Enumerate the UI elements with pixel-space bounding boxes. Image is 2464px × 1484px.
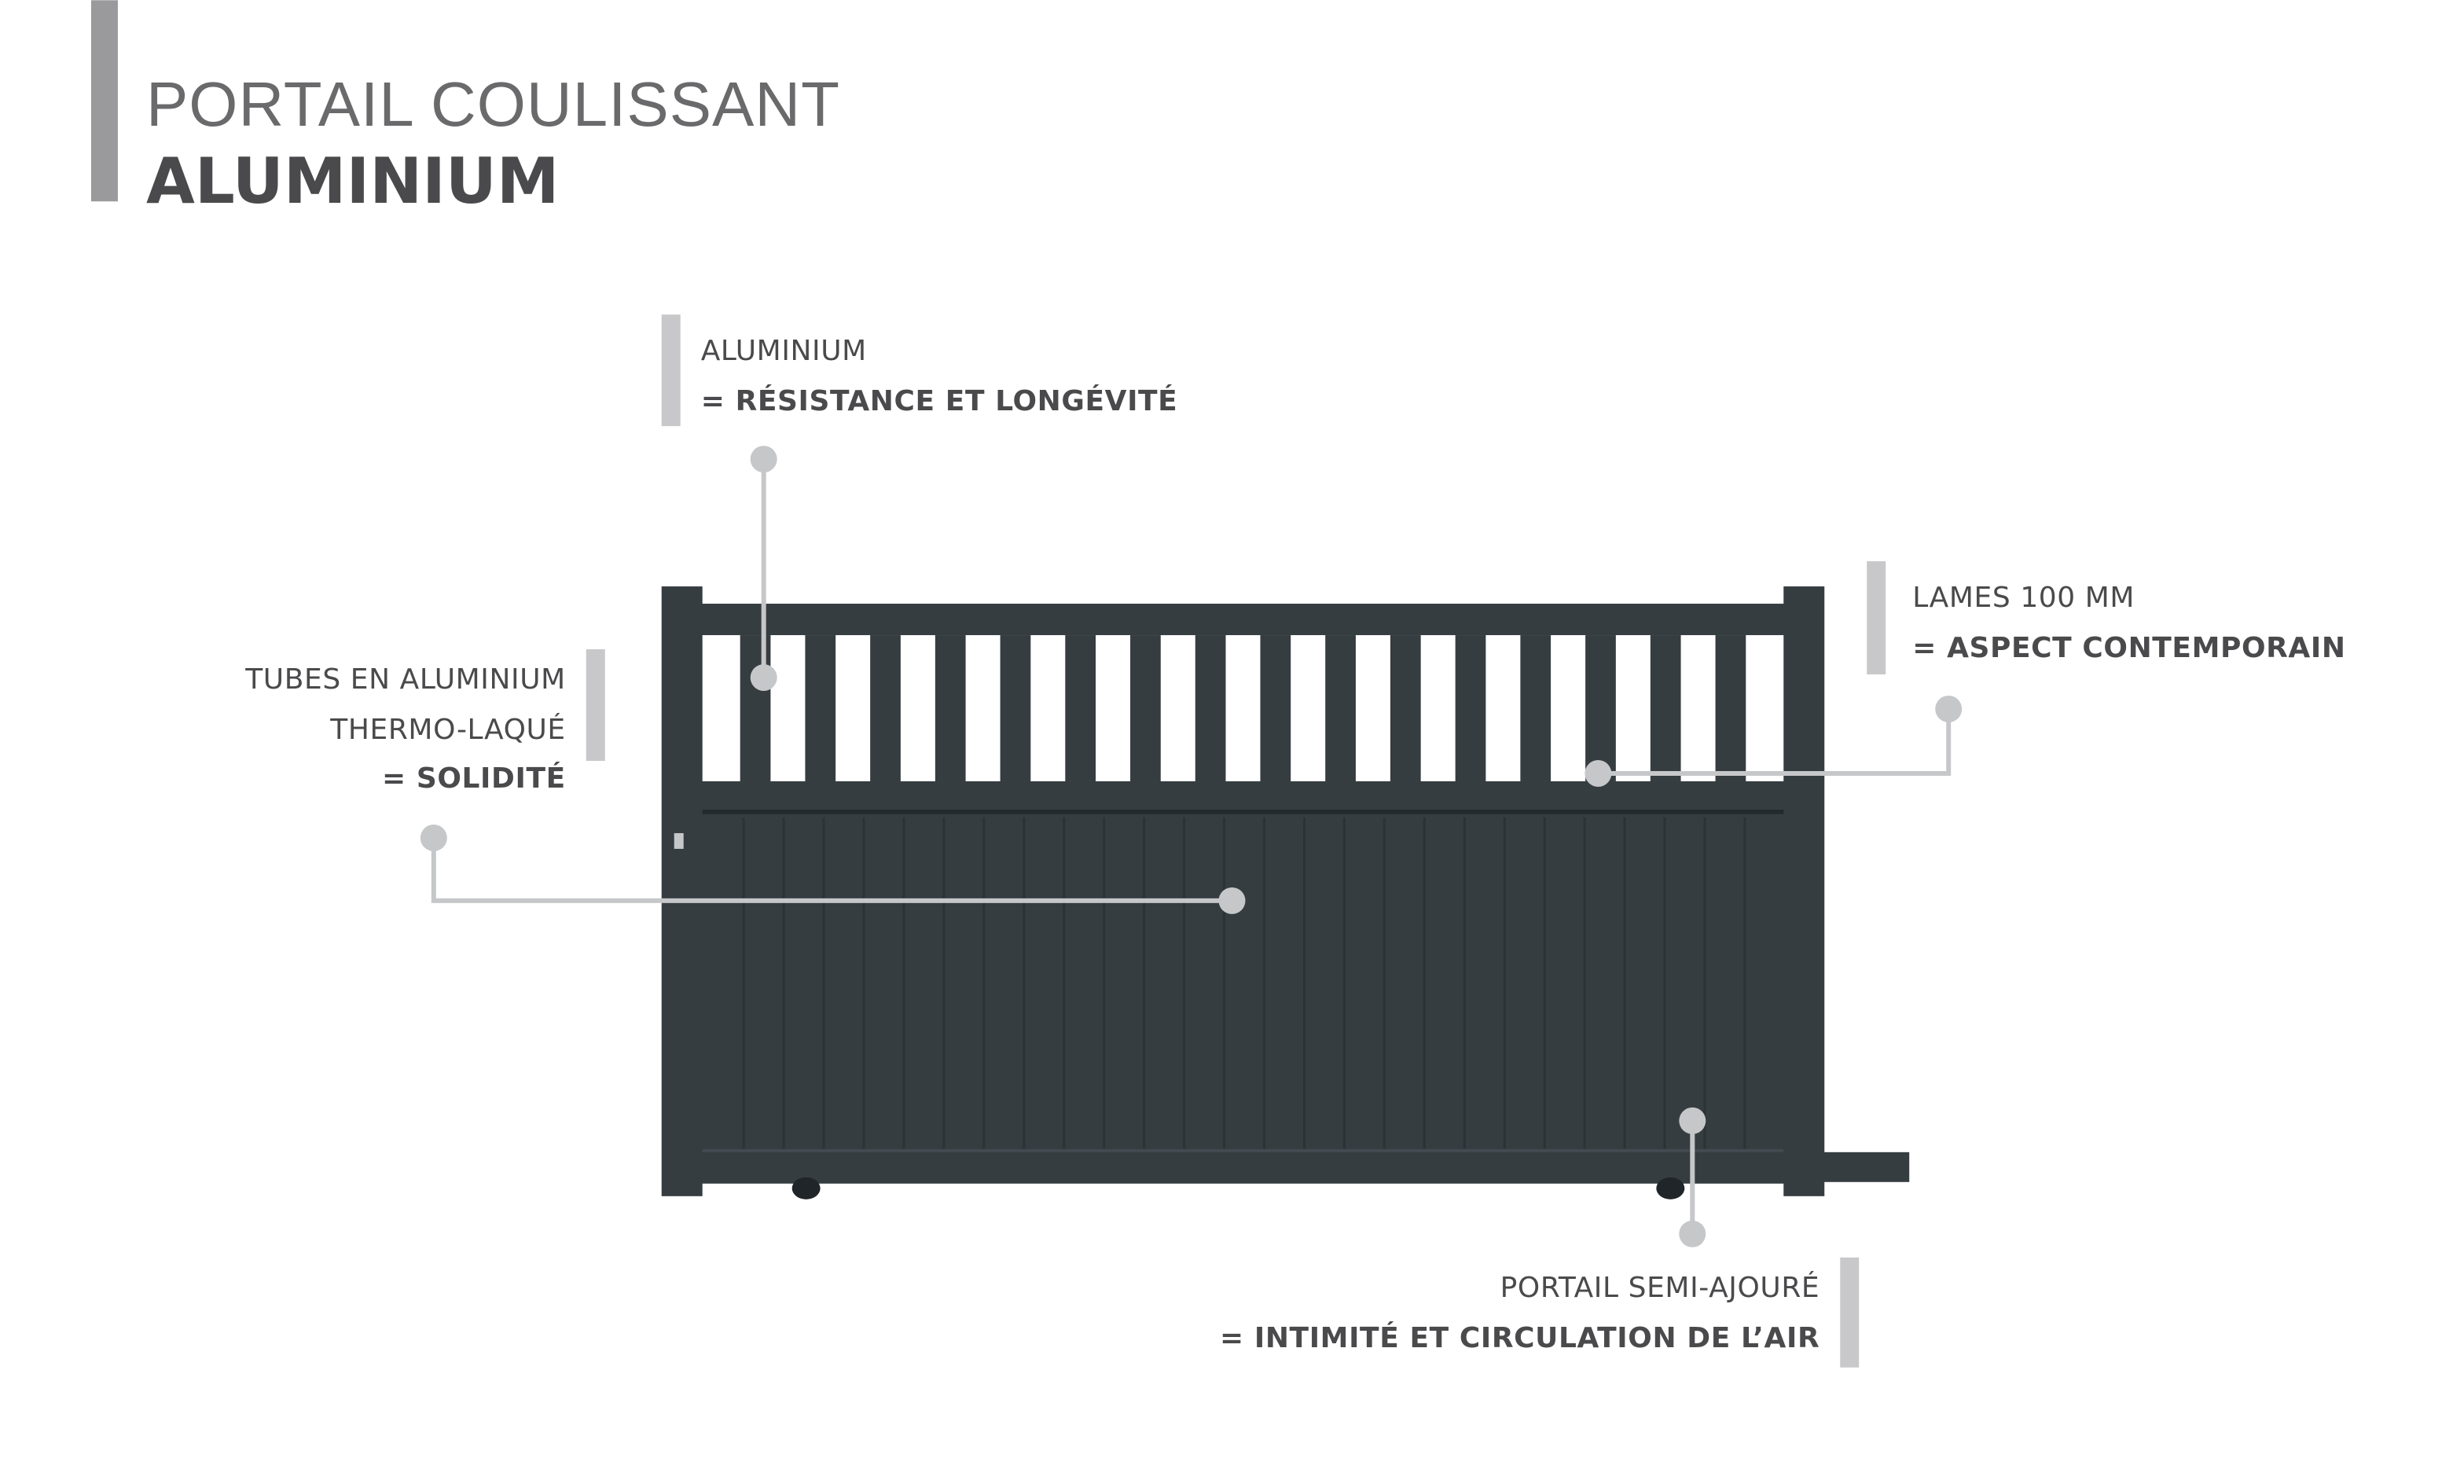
panel-groove [1103,817,1106,1149]
panel-groove [982,817,986,1149]
callout-dot [750,664,777,692]
panel-groove [1423,817,1426,1149]
lock-icon [674,832,684,849]
panel-groove [1063,817,1066,1149]
panel-groove [1183,817,1186,1149]
panel-groove [1503,817,1506,1149]
lower-panel [696,814,1790,1152]
callout-dot [1679,1220,1706,1247]
callout-dot [1935,696,1963,723]
panel-groove [1143,817,1146,1149]
panel-groove [742,817,745,1149]
callout-lines [431,459,1952,1234]
callout-aluminium: ALUMINIUM = RÉSISTANCE ET LONGÉVITÉ [661,314,1178,427]
callout-accent-bar [661,314,681,427]
top-rail [696,604,1790,636]
callout-dot [1585,759,1612,787]
middle-rail [696,781,1790,813]
callout-benefit: = SOLIDITÉ [382,762,566,795]
slat [1130,635,1161,781]
callout-benefit: = RÉSISTANCE ET LONGÉVITÉ [701,384,1178,417]
slat [1065,635,1096,781]
slat [935,635,966,781]
panel-groove [942,817,946,1149]
panel-groove [1663,817,1666,1149]
slat [1520,635,1551,781]
panel-groove [862,817,865,1149]
gate-slats [740,635,1746,781]
panel-groove [1463,817,1466,1149]
panel-groove [782,817,785,1149]
right-post [1783,586,1825,1196]
callout-label: TUBES EN ALUMINIUM [244,663,566,696]
sliding-gate [661,586,1910,1199]
callout-semi-ajoure: PORTAIL SEMI-AJOURÉ = INTIMITÉ ET CIRCUL… [1220,1257,1860,1368]
callout-dot [420,824,447,851]
panel-groove [1302,817,1305,1149]
panel-groove [1023,817,1026,1149]
slat [1000,635,1031,781]
panel-groove [822,817,825,1149]
left-post [661,586,703,1196]
title-line2: ALUMINIUM [146,145,559,218]
slat [1455,635,1486,781]
panel-groove [902,817,905,1149]
slat [1195,635,1226,781]
callout-accent-bar [1840,1257,1860,1368]
wheel-icon [1656,1177,1685,1199]
slat [1585,635,1616,781]
callout-accent-bar [586,649,605,761]
slat [1260,635,1291,781]
callout-dot [1218,887,1246,914]
tail-extension [1823,1152,1910,1182]
panel-groove [1623,817,1626,1149]
slat [1650,635,1681,781]
callout-label: PORTAIL SEMI-AJOURÉ [1500,1271,1820,1304]
slat [1715,635,1746,781]
callout-tubes: TUBES EN ALUMINIUM THERMO-LAQUÉ = SOLIDI… [244,649,605,795]
callout-dot [1679,1107,1706,1134]
title-accent-bar [90,0,118,202]
panel-grooves [742,817,1746,1149]
title-line1: PORTAIL COULISSANT [146,69,840,139]
callout-label: LAMES 100 MM [1912,582,2135,614]
slat [805,635,836,781]
callout-dot [750,446,777,473]
callout-label: THERMO-LAQUÉ [329,713,565,746]
panel-groove [1262,817,1265,1149]
panel-groove [1743,817,1746,1149]
callout-accent-bar [1867,561,1886,675]
slat [1325,635,1356,781]
slat [870,635,901,781]
callout-label: ALUMINIUM [701,335,867,367]
wheel-icon [791,1177,821,1199]
callout-benefit: = ASPECT CONTEMPORAIN [1912,632,2345,664]
panel-groove [1383,817,1386,1149]
panel-groove [1342,817,1346,1149]
panel-groove [1583,817,1586,1149]
panel-groove [1703,817,1706,1149]
callout-lames: LAMES 100 MM = ASPECT CONTEMPORAIN [1867,561,2345,675]
bottom-rail [696,1148,1790,1184]
slat [1390,635,1421,781]
panel-groove [1543,817,1546,1149]
callout-dots [420,446,1963,1247]
panel-groove [1223,817,1226,1149]
callout-benefit: = INTIMITÉ ET CIRCULATION DE L’AIR [1220,1321,1820,1354]
